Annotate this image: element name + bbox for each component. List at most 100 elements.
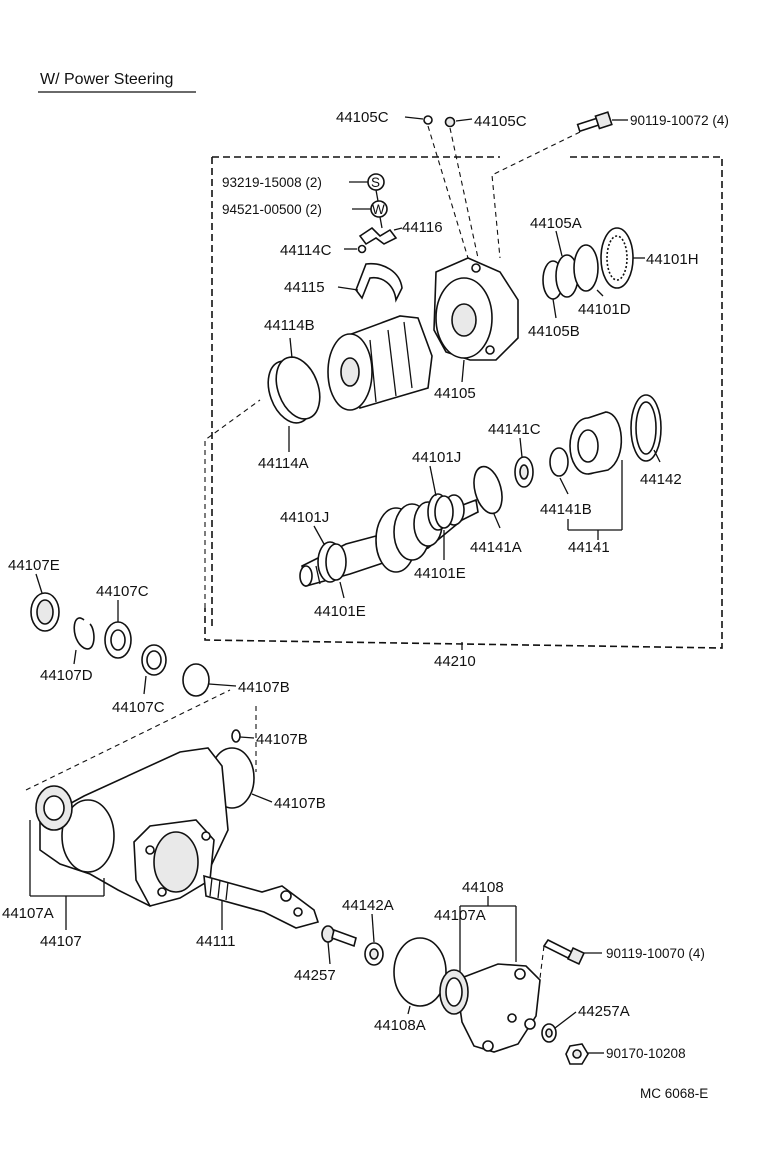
part-44107C-top-inner (110, 629, 126, 651)
label-44114B: 44114B (264, 317, 315, 334)
leader-44101J-top (429, 465, 437, 497)
label-44210: 44210 (434, 653, 476, 670)
label-44101H: 44101H (646, 251, 699, 268)
label-44101E-right: 44101E (414, 565, 466, 582)
label-44108A: 44108A (374, 1017, 426, 1034)
leader-44107B-1 (208, 683, 237, 687)
leader-44115 (337, 286, 359, 291)
label-44114A: 44114A (258, 455, 309, 472)
label-44111: 44111 (196, 933, 236, 950)
leader-44105B (552, 298, 557, 319)
part-44107C-bottom-inner (146, 650, 162, 670)
bracket-44107 (29, 820, 105, 930)
leader-44142 (653, 449, 661, 463)
label-44107B-1: 44107B (238, 679, 290, 696)
label-94521-00500: 94521-00500 (2) (222, 202, 322, 217)
label-44107A-right: 44107A (434, 907, 486, 924)
label-44105: 44105 (434, 385, 476, 402)
part-44108A (393, 937, 447, 1007)
label-90119-10072: 90119-10072 (4) (630, 113, 729, 128)
label-44108: 44108 (462, 879, 504, 896)
part-44107B-2 (231, 729, 241, 743)
leader-44142A (371, 913, 375, 943)
part-44105C-right (444, 116, 456, 128)
assembly-boundary (204, 156, 723, 649)
part-valve-sleeve (327, 315, 433, 411)
leader-44116 (393, 227, 403, 231)
label-44141C: 44141C (488, 421, 541, 438)
part-44107D (73, 617, 95, 650)
leader-44107B-2 (239, 736, 255, 739)
label-44141B: 44141B (540, 501, 592, 518)
part-44114B (275, 356, 321, 420)
part-44115 (355, 263, 403, 303)
leader-44101E-bottom (339, 581, 345, 599)
leader-44141A (493, 513, 501, 529)
part-44116 (358, 226, 398, 246)
leader-44257A (554, 1011, 577, 1029)
leader-44257 (327, 941, 331, 965)
part-44111-pinion-shaft (203, 874, 320, 929)
part-nut-90170-10208 (565, 1043, 589, 1065)
label-44107E: 44107E (8, 557, 60, 574)
part-44141 (569, 411, 623, 475)
label-44105C-right: 44105C (474, 113, 527, 130)
leader-s-w (375, 189, 379, 202)
leader-44107D (73, 649, 77, 665)
label-44141: 44141 (568, 539, 610, 556)
label-44107B-2: 44107B (256, 731, 308, 748)
part-44105C-left (423, 115, 433, 125)
leader-44107B-3 (251, 793, 273, 803)
part-44107-gear-housing (35, 747, 229, 907)
part-44108-cover (439, 963, 541, 1053)
label-44107D: 44107D (40, 667, 93, 684)
leader-44105C-right (455, 118, 473, 122)
label-44115: 44115 (284, 279, 325, 296)
leader-44105A (555, 230, 563, 257)
label-90119-10070: 90119-10070 (4) (606, 946, 705, 961)
label-44107A-left: 44107A (2, 905, 54, 922)
diagram-title: W/ Power Steering (40, 71, 173, 88)
label-44141A: 44141A (470, 539, 522, 556)
label-44142: 44142 (640, 471, 682, 488)
part-44257 (321, 925, 357, 948)
part-44141B (549, 447, 569, 477)
assembly-path-44105C (427, 125, 479, 259)
label-44142A: 44142A (342, 897, 394, 914)
leader-44105C-left (404, 116, 424, 120)
part-44105-housing (433, 257, 519, 361)
label-90170-10208: 90170-10208 (606, 1046, 686, 1061)
leader-44107C-bottom (143, 675, 147, 695)
assembly-path-seals (25, 689, 231, 791)
part-44101E-right (434, 495, 454, 529)
assembly-path-90119-10070 (539, 945, 545, 979)
label-44101J-left: 44101J (280, 509, 329, 526)
label-44114C: 44114C (280, 242, 332, 259)
label-44101J-top: 44101J (412, 449, 461, 466)
part-44114C (357, 244, 367, 254)
label-44107: 44107 (40, 933, 82, 950)
part-44107E (30, 592, 60, 632)
label-44105C-left: 44105C (336, 109, 389, 126)
part-44142A-inner (369, 948, 379, 960)
w-symbol: W (372, 202, 385, 217)
leader-44141B (559, 477, 569, 495)
part-44101H (600, 227, 634, 289)
assembly-path-bolt (491, 131, 581, 259)
leader-44105 (461, 359, 465, 383)
part-bolt-90119-10070 (542, 938, 586, 966)
leader-44108A (407, 1005, 411, 1015)
s-symbol: S (371, 175, 380, 190)
label-44101E-bottom: 44101E (314, 603, 366, 620)
part-bolt-90119-10072 (576, 111, 613, 133)
leader-44101J-left (313, 525, 325, 545)
label-93219-15008: 93219-15008 (2) (222, 175, 322, 190)
label-44105B: 44105B (528, 323, 580, 340)
leader-44116-stack (379, 216, 383, 229)
label-44107C-bottom: 44107C (112, 699, 165, 716)
leader-44107E (35, 573, 43, 594)
label-44107B-3: 44107B (274, 795, 326, 812)
part-44141C (514, 456, 534, 488)
